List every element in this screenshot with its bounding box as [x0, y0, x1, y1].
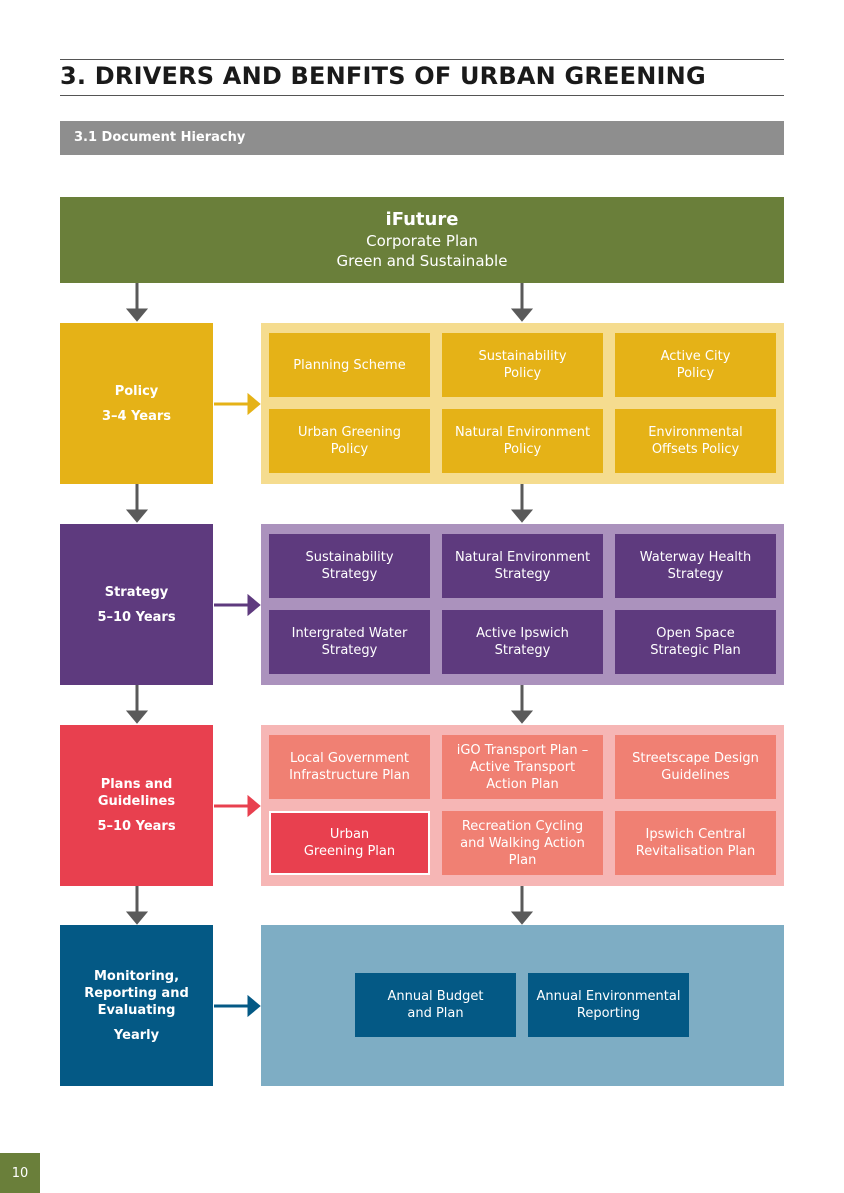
doc-box: Open Space Strategic Plan — [615, 610, 776, 674]
level-monitoring: Monitoring, Reporting and Evaluating Yea… — [60, 925, 213, 1086]
banner-title: iFuture — [385, 209, 459, 230]
doc-box: Urban Greening Policy — [269, 409, 430, 473]
level-name: Plans and Guidelines — [97, 777, 176, 809]
arrow-down-left-4 — [125, 886, 149, 925]
monitoring-panel: Annual Budget and Plan Annual Environmen… — [261, 925, 784, 1086]
level-name: Strategy — [104, 584, 169, 600]
arrow-down-right-4 — [510, 886, 534, 925]
doc-box: Annual Budget and Plan — [355, 973, 516, 1037]
doc-box: Active City Policy — [615, 333, 776, 397]
doc-box: Intergrated Water Strategy — [269, 610, 430, 674]
arrow-down-right-1 — [510, 283, 534, 322]
level-name: Monitoring, Reporting and Evaluating — [84, 968, 189, 1018]
doc-box: Sustainability Policy — [442, 333, 603, 397]
doc-box-highlighted: Urban Greening Plan — [269, 811, 430, 875]
section-heading: 3.1 Document Hierachy — [60, 121, 784, 155]
level-policy: Policy 3–4 Years — [60, 323, 213, 484]
doc-box: Natural Environment Strategy — [442, 534, 603, 598]
top-rule — [60, 59, 784, 60]
page-number: 10 — [0, 1153, 40, 1193]
level-period: Yearly — [113, 1027, 160, 1043]
arrow-down-left-3 — [125, 685, 149, 724]
policy-panel: Planning Scheme Sustainability Policy Ac… — [261, 323, 784, 484]
doc-box: Natural Environment Policy — [442, 409, 603, 473]
banner-tagline: Green and Sustainable — [336, 252, 508, 270]
arrow-right-plans — [214, 794, 261, 818]
doc-box: Recreation Cycling and Walking Action Pl… — [442, 811, 603, 875]
plans-panel: Local Government Infrastructure Plan iGO… — [261, 725, 784, 886]
doc-box: Active Ipswich Strategy — [442, 610, 603, 674]
arrow-down-right-2 — [510, 484, 534, 523]
level-period: 5–10 Years — [97, 819, 176, 834]
strategy-panel: Sustainability Strategy Natural Environm… — [261, 524, 784, 685]
level-period: 3–4 Years — [101, 408, 172, 424]
title-underline — [60, 95, 784, 96]
level-name: Policy — [114, 383, 159, 399]
doc-box: Environmental Offsets Policy — [615, 409, 776, 473]
level-strategy: Strategy 5–10 Years — [60, 524, 213, 685]
level-period: 5–10 Years — [97, 609, 176, 625]
banner-subtitle: Corporate Plan — [366, 232, 478, 250]
doc-box: Ipswich Central Revitalisation Plan — [615, 811, 776, 875]
arrow-down-right-3 — [510, 685, 534, 724]
level-plans-guidelines: Plans and Guidelines 5–10 Years — [60, 725, 213, 886]
doc-box: iGO Transport Plan – Active Transport Ac… — [442, 735, 603, 799]
corporate-plan-banner: iFuture Corporate Plan Green and Sustain… — [60, 197, 784, 283]
doc-box: Sustainability Strategy — [269, 534, 430, 598]
arrow-right-policy — [214, 392, 261, 416]
arrow-down-left-2 — [125, 484, 149, 523]
doc-box: Local Government Infrastructure Plan — [269, 735, 430, 799]
doc-box: Planning Scheme — [269, 333, 430, 397]
doc-box: Waterway Health Strategy — [615, 534, 776, 598]
doc-box: Annual Environmental Reporting — [528, 973, 689, 1037]
page-title: 3. DRIVERS AND BENFITS OF URBAN GREENING — [60, 62, 706, 90]
arrow-right-monitoring — [214, 994, 261, 1018]
doc-box: Streetscape Design Guidelines — [615, 735, 776, 799]
arrow-down-left-1 — [125, 283, 149, 322]
arrow-right-strategy — [214, 593, 261, 617]
